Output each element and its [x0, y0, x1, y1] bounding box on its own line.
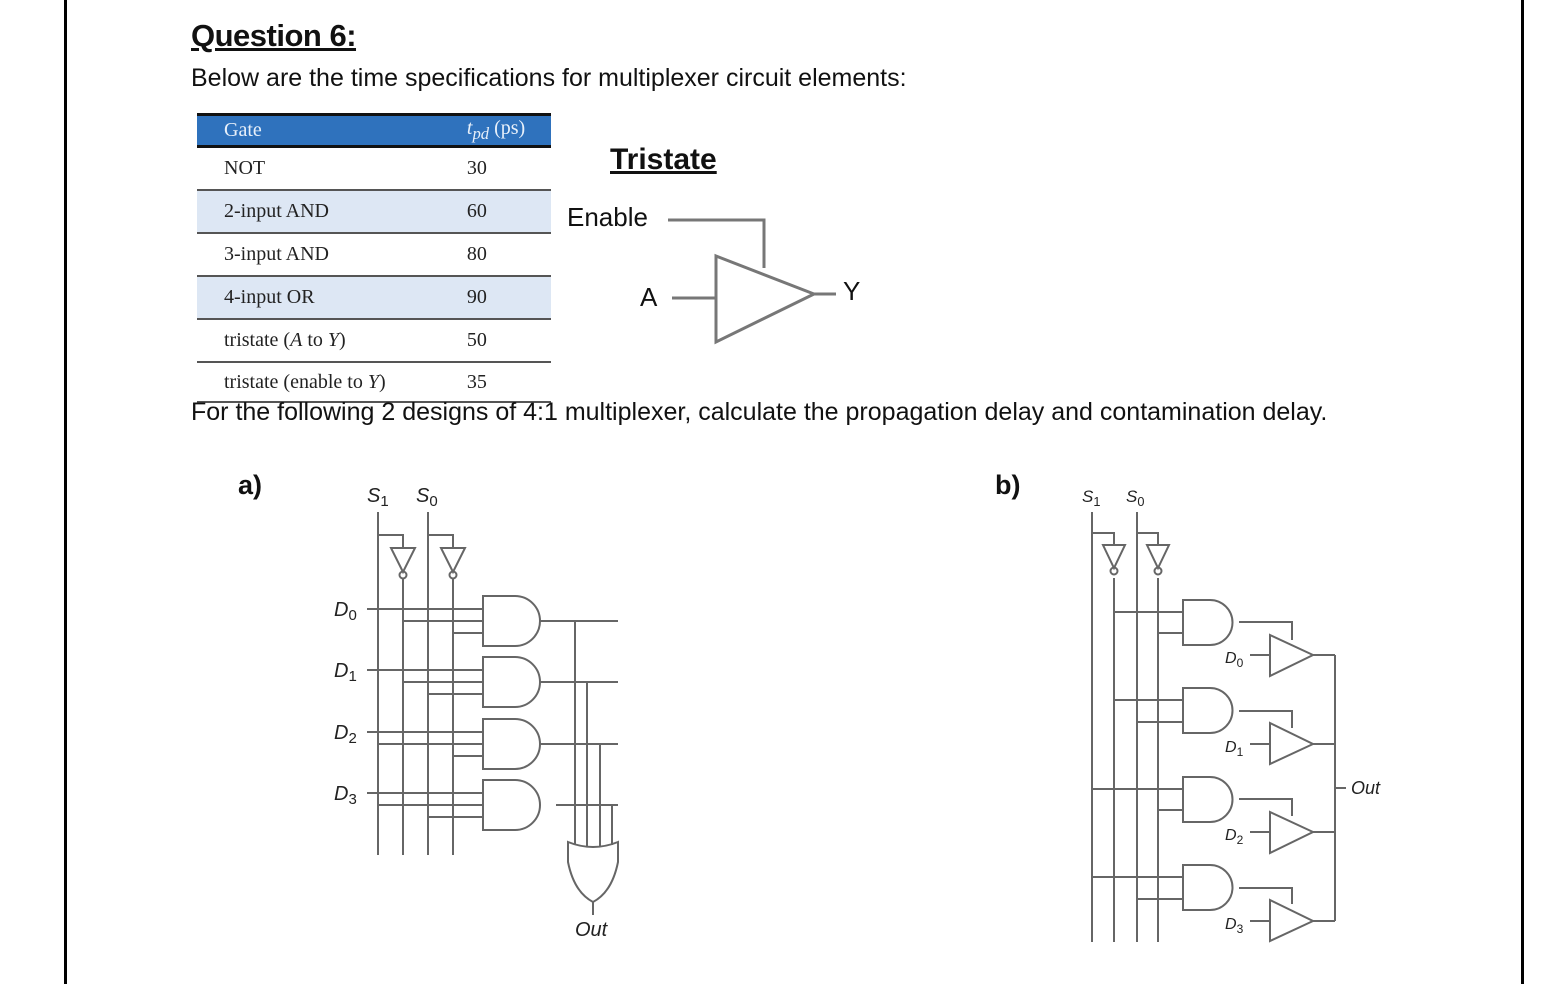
- and2-gate-icon: [1182, 864, 1234, 911]
- and2-gate-icon: [1182, 776, 1234, 823]
- data-label-d1: D1: [1225, 739, 1244, 759]
- inversion-bubble-icon: [1109, 566, 1119, 576]
- table-row: tristate (enable to Y) 35: [197, 362, 551, 403]
- tristate-buffer-icon: [1269, 633, 1316, 678]
- inversion-bubble-icon: [1153, 566, 1163, 576]
- tristate-buffer-icon: [668, 218, 836, 345]
- table-header-row: Gate tpd (ps): [197, 113, 551, 148]
- table-row: 4-input OR 90: [197, 276, 551, 320]
- design-b-label: b): [995, 470, 1021, 500]
- select-label-s0: S0: [1126, 487, 1144, 509]
- gate-tpd: 80: [458, 233, 551, 277]
- gate-name: tristate (enable to Y): [197, 362, 459, 403]
- output-label: Out: [575, 919, 609, 941]
- tristate-output-label: Y: [843, 276, 861, 306]
- and3-gate-icon: [482, 779, 541, 831]
- tristate-input-label: A: [640, 282, 658, 312]
- and3-gate-icon: [482, 595, 541, 647]
- question-intro: Below are the time specifications for mu…: [191, 64, 907, 92]
- select-label-s0: S0: [416, 485, 438, 510]
- gate-tpd: 35: [458, 362, 551, 403]
- data-label-d1: D1: [334, 660, 357, 685]
- data-label-d2: D2: [1225, 827, 1244, 847]
- header-gate: Gate: [197, 113, 459, 148]
- gate-name: tristate (A to Y): [197, 319, 459, 363]
- inversion-bubble-icon: [398, 570, 408, 580]
- not-gate-icon: [439, 547, 467, 575]
- design-a-label: a): [238, 470, 263, 500]
- tristate-buffer-icon: [1269, 810, 1316, 855]
- table-row: 2-input AND 60: [197, 190, 551, 234]
- question-title: Question 6:: [191, 18, 357, 53]
- not-gate-icon: [1101, 544, 1127, 571]
- gate-name: 4-input OR: [197, 276, 459, 320]
- gate-name: 2-input AND: [197, 190, 459, 234]
- gate-name: NOT: [197, 146, 459, 191]
- and3-gate-icon: [482, 718, 541, 770]
- header-tpd: tpd (ps): [458, 113, 551, 148]
- gate-name: 3-input AND: [197, 233, 459, 277]
- and2-gate-icon: [1182, 687, 1234, 734]
- select-label-s1: S1: [367, 485, 389, 510]
- gate-tpd: 30: [458, 146, 551, 191]
- table-row: tristate (A to Y) 50: [197, 319, 551, 363]
- page-border-right: [1521, 0, 1524, 984]
- not-gate-icon: [1145, 544, 1171, 571]
- data-label-d2: D2: [334, 722, 357, 747]
- page-border-left: [64, 0, 67, 984]
- gate-tpd: 90: [458, 276, 551, 320]
- output-label: Out: [1351, 778, 1381, 798]
- and3-gate-icon: [482, 656, 541, 708]
- gate-tpd: 60: [458, 190, 551, 234]
- tristate-enable-label: Enable: [567, 202, 648, 232]
- tristate-buffer-icon: [1269, 898, 1316, 943]
- data-label-d0: D0: [334, 599, 357, 624]
- and2-gate-icon: [1182, 599, 1234, 646]
- gate-tpd: 50: [458, 319, 551, 363]
- data-label-d0: D0: [1225, 650, 1244, 670]
- question-prompt: For the following 2 designs of 4:1 multi…: [191, 398, 1328, 426]
- data-label-d3: D3: [334, 783, 357, 808]
- tristate-title: Tristate: [610, 143, 717, 176]
- inversion-bubble-icon: [448, 570, 458, 580]
- tristate-buffer-icon: [1269, 721, 1316, 766]
- or4-gate-icon: [567, 840, 619, 904]
- data-label-d3: D3: [1225, 916, 1244, 936]
- table-row: NOT 30: [197, 146, 551, 191]
- not-gate-icon: [389, 547, 417, 575]
- timing-spec-table: Gate tpd (ps) NOT 30 2-input AND 60 3-in…: [197, 113, 551, 403]
- table-row: 3-input AND 80: [197, 233, 551, 277]
- select-label-s1: S1: [1082, 487, 1100, 509]
